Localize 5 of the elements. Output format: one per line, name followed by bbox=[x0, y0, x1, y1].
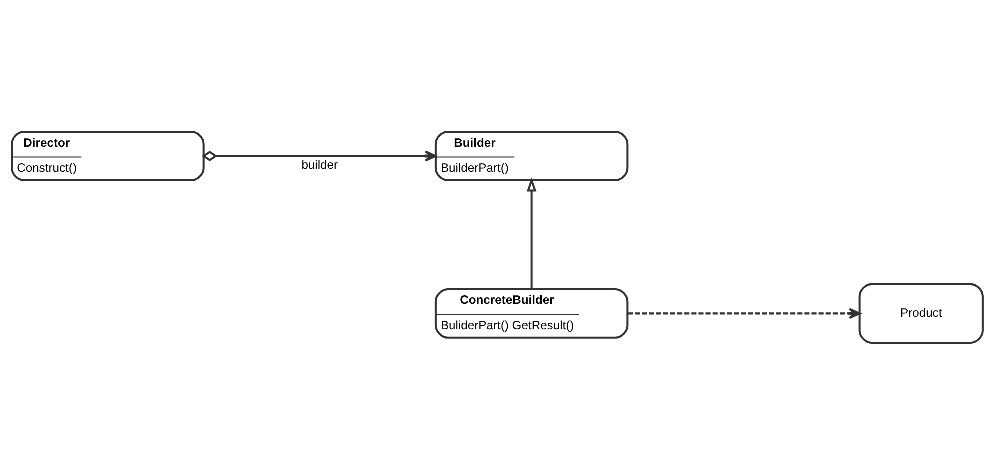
node-box: Product bbox=[858, 283, 984, 344]
arrow bbox=[202, 150, 437, 162]
arrow bbox=[526, 178, 537, 290]
arrow bbox=[628, 308, 861, 320]
edge-label: builder bbox=[302, 158, 338, 172]
